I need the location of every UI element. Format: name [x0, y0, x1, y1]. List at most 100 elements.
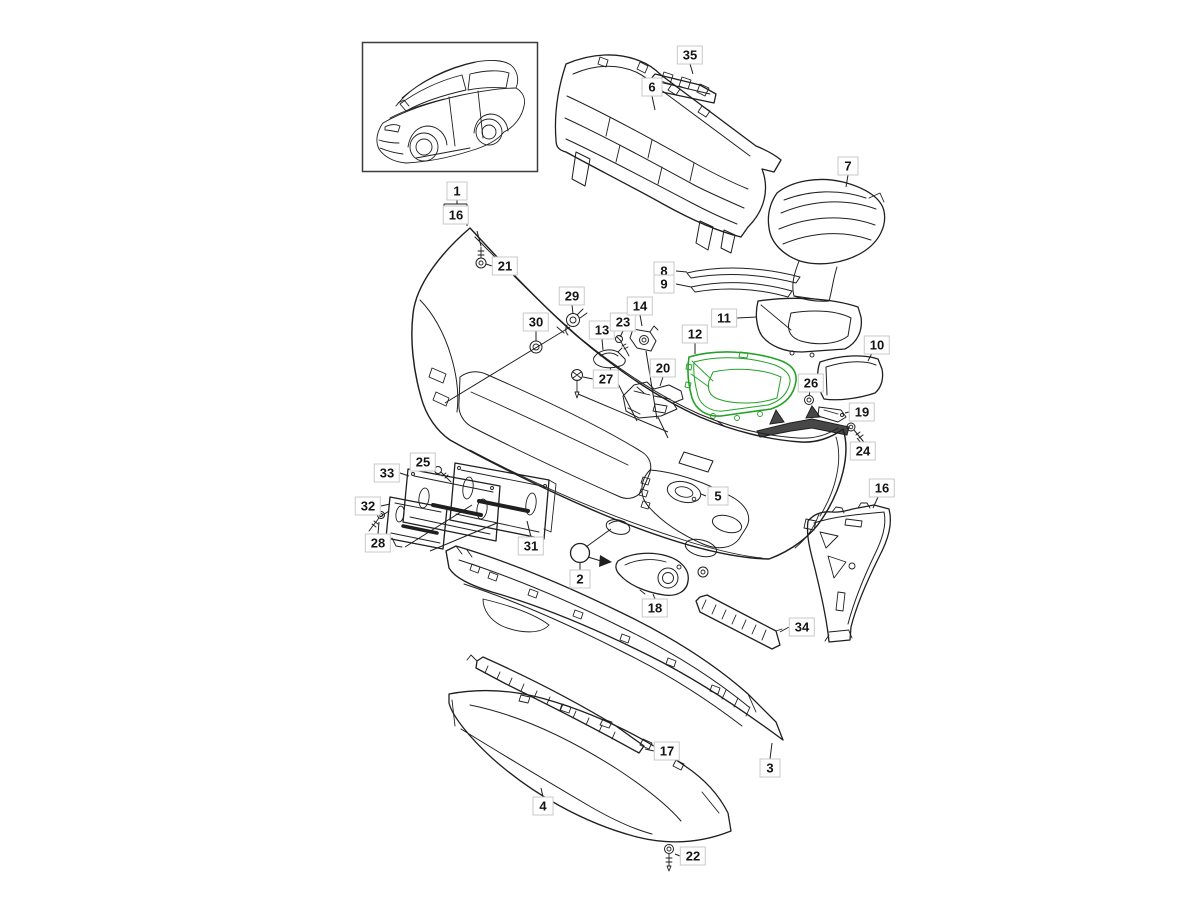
grille-foot: [720, 229, 736, 254]
callout-2[interactable]: 2: [569, 569, 591, 589]
leader-line-27: [582, 376, 594, 380]
callout-14[interactable]: 14: [626, 296, 654, 316]
part-screw-23[interactable]: [615, 335, 630, 357]
callout-20[interactable]: 20: [649, 358, 677, 378]
leader-line-32: [380, 503, 391, 507]
part-corner-duct[interactable]: [816, 355, 884, 401]
leader-line-29: [571, 304, 574, 315]
part-screw-22[interactable]: [664, 844, 674, 872]
callout-34[interactable]: 34: [788, 617, 816, 637]
callout-21[interactable]: 21: [491, 256, 519, 276]
grille-foot: [571, 151, 591, 187]
leader-line-34: [779, 626, 790, 633]
rear-wheel: [475, 118, 503, 146]
leader-line-16: [872, 496, 879, 509]
part-mount-rail[interactable]: [756, 405, 850, 438]
leader-line-18: [652, 593, 656, 600]
part-tow-eye-cover[interactable]: [569, 542, 591, 564]
callout-23[interactable]: 23: [609, 312, 637, 332]
part-lower-grille-strip[interactable]: [695, 594, 783, 650]
callout-16[interactable]: 16: [442, 205, 470, 225]
callout-22[interactable]: 22: [679, 846, 707, 866]
part-fog-bezel-highlighted[interactable]: [684, 351, 797, 421]
callout-24[interactable]: 24: [849, 441, 877, 461]
callout-6[interactable]: 6: [641, 77, 663, 97]
part-screw-21[interactable]: [475, 246, 487, 269]
callout-4[interactable]: 4: [532, 796, 554, 816]
callout-19[interactable]: 19: [848, 402, 876, 422]
part-spoiler-lip[interactable]: [445, 545, 784, 741]
part-fog-lamp-trim[interactable]: [615, 552, 689, 597]
leader-line-28: [377, 521, 380, 535]
part-trim-strip-lower[interactable]: [690, 282, 793, 298]
leader-line-7: [845, 174, 849, 188]
part-bumper-cover[interactable]: [411, 227, 847, 578]
leader-line-21: [485, 263, 493, 267]
grille-foot: [695, 220, 714, 251]
leader-line-20: [659, 376, 664, 387]
leader-line-5: [700, 493, 707, 497]
part-side-bracket-small[interactable]: [817, 406, 847, 423]
part-rib-strip[interactable]: [466, 654, 645, 754]
vehicle-thumbnail[interactable]: [361, 41, 539, 173]
part-trim-strip-upper[interactable]: [686, 267, 801, 284]
callout-33[interactable]: 33: [373, 463, 401, 483]
front-wheel: [409, 132, 439, 162]
tow-eye-opening: [605, 519, 631, 535]
part-sensor-holder[interactable]: [629, 325, 659, 352]
callout-30[interactable]: 30: [522, 312, 550, 332]
leader-line-11: [736, 316, 758, 319]
part-washer-nozzle-cover[interactable]: [665, 478, 703, 506]
part-underbody-panel[interactable]: [448, 689, 732, 843]
part-parking-sensor[interactable]: [565, 308, 588, 336]
callout-11[interactable]: 11: [711, 308, 737, 328]
part-bracket-20[interactable]: [622, 381, 684, 419]
callout-32[interactable]: 32: [354, 496, 382, 516]
part-cap-clip[interactable]: [593, 347, 626, 369]
leader-lines: [377, 63, 879, 857]
leader-line-4: [540, 787, 544, 798]
part-side-grille[interactable]: [767, 178, 886, 302]
leader-line-13: [601, 338, 604, 351]
install-direction-arrow: [585, 528, 612, 567]
callout-26[interactable]: 26: [797, 373, 825, 393]
callout-1[interactable]: 1: [446, 181, 468, 201]
leader-line-35: [689, 63, 694, 75]
leader-line-17: [644, 748, 655, 752]
callout-31[interactable]: 31: [517, 536, 545, 556]
part-grommet[interactable]: [529, 340, 543, 354]
callout-9[interactable]: 9: [653, 274, 675, 294]
callout-7[interactable]: 7: [837, 156, 859, 176]
headlight: [384, 124, 401, 133]
leader-line-33: [399, 472, 410, 477]
callout-25[interactable]: 25: [409, 452, 437, 472]
part-plate-bracket[interactable]: [385, 496, 448, 550]
callout-12[interactable]: 12: [681, 324, 709, 344]
callout-17[interactable]: 17: [653, 741, 681, 761]
callout-35[interactable]: 35: [676, 45, 704, 65]
center-intake-opening: [458, 371, 652, 499]
part-plate-reinforcement[interactable]: [449, 462, 557, 540]
leader-line-8: [675, 270, 688, 273]
leader-line-14: [639, 314, 643, 327]
part-fog-bezel-left[interactable]: [755, 297, 863, 358]
leader-line-3: [769, 742, 773, 760]
callout-18[interactable]: 18: [641, 598, 669, 618]
leader-line-23: [619, 330, 624, 338]
part-push-nut[interactable]: [804, 395, 814, 405]
part-grille-carrier[interactable]: [554, 54, 782, 254]
callout-5[interactable]: 5: [707, 486, 729, 506]
leader-line-22: [674, 853, 681, 857]
callout-3[interactable]: 3: [759, 758, 781, 778]
callout-27[interactable]: 27: [592, 369, 620, 389]
leader-line-31: [526, 520, 532, 538]
callout-16[interactable]: 16: [868, 478, 896, 498]
leader-line-6: [651, 95, 656, 111]
callout-29[interactable]: 29: [558, 286, 586, 306]
part-expansion-rivet[interactable]: [571, 369, 583, 399]
callout-10[interactable]: 10: [863, 335, 891, 355]
callout-13[interactable]: 13: [588, 320, 616, 340]
part-side-support-bracket[interactable]: [803, 502, 892, 643]
callout-28[interactable]: 28: [364, 533, 392, 553]
